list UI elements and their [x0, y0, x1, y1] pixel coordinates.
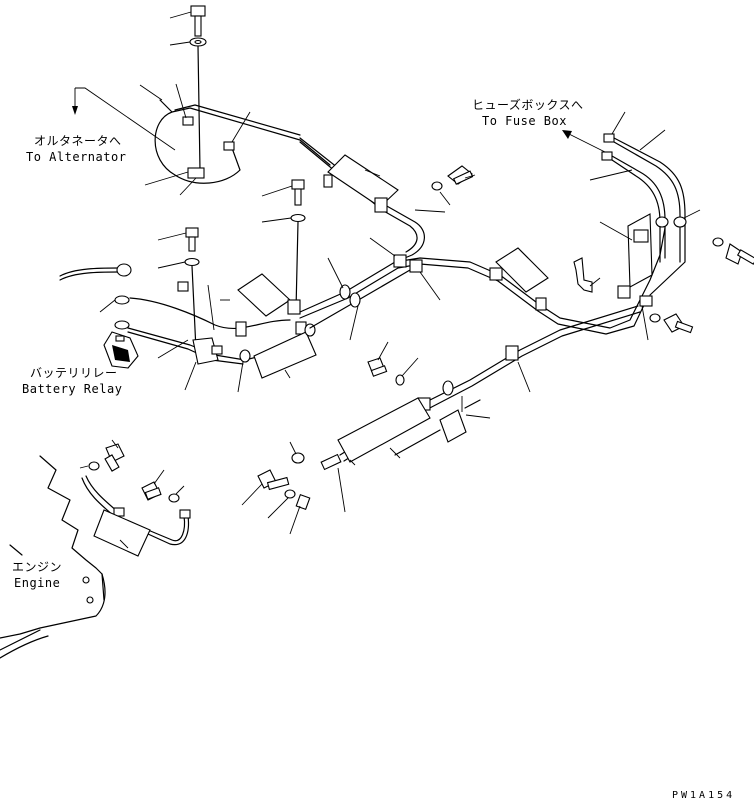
alternator-label-jp: オルタネータへ: [34, 134, 122, 148]
bracket-mid: [573, 257, 601, 293]
ground-bolts: [79, 439, 311, 535]
engine-label-en: Engine: [14, 576, 61, 590]
bolt-center: [289, 341, 419, 464]
bolt-top: [169, 5, 206, 37]
battery-relay-harness: [99, 281, 291, 391]
alternator-harness: [139, 83, 331, 196]
left-cable: [59, 263, 132, 281]
battery-relay-label-en: Battery Relay: [22, 382, 123, 396]
fusebox-label-en: To Fuse Box: [482, 114, 567, 128]
bolt-right-lower: [649, 237, 754, 334]
mid-harness: [299, 227, 666, 341]
alternator-arrow: [72, 87, 176, 151]
lower-harness: [320, 305, 641, 513]
drawing-code: PW1A154: [672, 790, 736, 801]
engine-outline: [0, 455, 106, 659]
alternator-label-en: To Alternator: [26, 150, 127, 164]
bolt-right-upper: [431, 165, 476, 206]
washer-top: [169, 37, 207, 171]
battery-relay-label-jp: バッテリリレー: [30, 366, 118, 380]
bolt-mid: [261, 179, 306, 311]
fusebox-arrow: [562, 130, 606, 153]
fusebox-label-jp: ヒューズボックスへ: [472, 98, 584, 112]
main-harness: [299, 137, 446, 263]
battery-relay: [103, 331, 139, 369]
harness-clamp-set: [235, 273, 317, 393]
bolt-left: [157, 227, 200, 351]
engine-label-jp: エンジン: [12, 560, 63, 574]
fusebox-harness: [589, 111, 701, 341]
ground-straps: [81, 475, 191, 557]
